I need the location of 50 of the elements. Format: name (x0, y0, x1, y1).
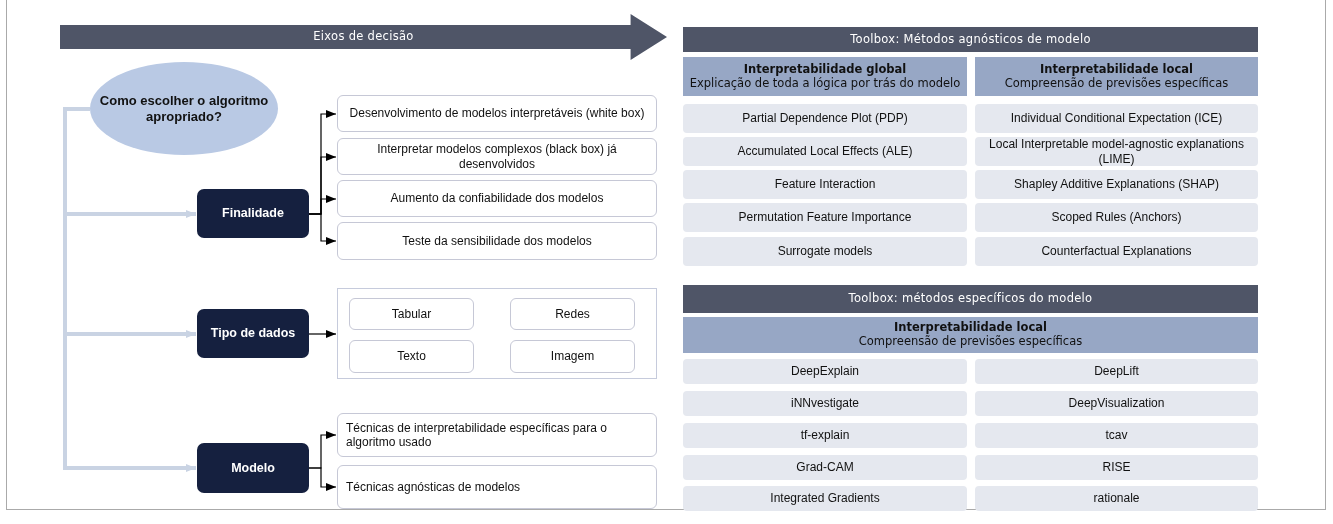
toolbox-header-bar: Toolbox: Métodos agnósticos de modelo (683, 27, 1258, 52)
option-box: Aumento da confiabilidade dos modelos (337, 180, 657, 217)
method-cell: Shapley Additive Explanations (SHAP) (975, 170, 1258, 199)
header-subtitle: Compreensão de previsões específicas (1004, 76, 1229, 91)
method-cell: DeepVisualization (975, 391, 1258, 416)
connector-arrow (308, 467, 337, 491)
method-cell: Feature Interaction (683, 170, 967, 199)
category-box: Tipo de dados (197, 309, 309, 358)
option-box: Técnicas agnósticas de modelos (337, 465, 657, 509)
method-cell: DeepExplain (683, 359, 967, 384)
header-title: Interpretabilidade global (743, 62, 907, 77)
option-box: Teste da sensibilidade dos modelos (337, 222, 657, 260)
connector-arrow (308, 213, 337, 245)
category-box: Modelo (197, 443, 309, 493)
option-box: Imagem (510, 340, 635, 373)
method-cell: Surrogate models (683, 237, 967, 266)
method-cell: Local Interpretable model-agnostic explanations (LIME) (975, 137, 1258, 166)
connector-arrow (308, 330, 337, 338)
column-header (683, 317, 1258, 353)
category-box: Finalidade (197, 189, 309, 238)
method-cell: Integrated Gradients (683, 486, 967, 511)
question-ellipse: Como escolher o algoritmo apropriado? (90, 62, 278, 155)
option-box: Tabular (349, 298, 474, 330)
method-cell: Counterfactual Explanations (975, 237, 1258, 266)
method-cell: Partial Dependence Plot (PDP) (683, 104, 967, 133)
toolbox-header-bar: Toolbox: métodos específicos do modelo (683, 285, 1258, 313)
method-cell: Grad-CAM (683, 455, 967, 480)
method-cell: DeepLift (975, 359, 1258, 384)
option-box: Desenvolvimento de modelos interpretáveis (white box) (337, 95, 657, 132)
option-box: Texto (349, 340, 474, 373)
method-cell: Accumulated Local Effects (ALE) (683, 137, 967, 166)
method-cell: rationale (975, 486, 1258, 511)
method-cell: Permutation Feature Importance (683, 203, 967, 232)
method-cell: Individual Conditional Expectation (ICE) (975, 104, 1258, 133)
option-box: Redes (510, 298, 635, 330)
option-box: Interpretar modelos complexos (black box) já desenvolvidos (337, 138, 657, 175)
method-cell: iNNvestigate (683, 391, 967, 416)
column-header (975, 57, 1258, 96)
header-subtitle: Explicação de toda a lógica por trás do modelo (689, 76, 961, 91)
method-cell: tcav (975, 423, 1258, 448)
header-subtitle: Compreensão de previsões específicas (858, 335, 1083, 349)
method-cell: RISE (975, 455, 1258, 480)
method-cell: tf-explain (683, 423, 967, 448)
option-box: Técnicas de interpretabilidade específicas para o algoritmo usado (337, 413, 657, 457)
column-header (683, 57, 967, 96)
connector-arrow (63, 107, 196, 472)
group-frame (337, 288, 657, 379)
header-title: Interpretabilidade local (1040, 62, 1193, 77)
header-title: Interpretabilidade local (894, 321, 1047, 335)
method-cell: Scoped Rules (Anchors) (975, 203, 1258, 232)
